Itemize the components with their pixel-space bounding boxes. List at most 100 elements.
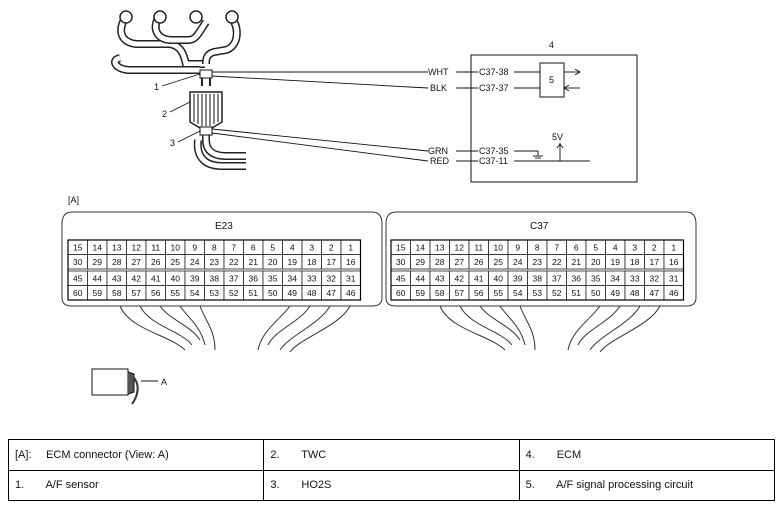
pin-number: 32 (327, 274, 337, 284)
pin-number: 47 (327, 288, 337, 298)
pin-number: 56 (474, 288, 484, 298)
pin-number: 11 (151, 243, 160, 253)
pin-number: 29 (93, 257, 103, 267)
pin-number: 25 (171, 257, 181, 267)
pin-number: 36 (249, 274, 259, 284)
terminal-c37-38: C37-38 (479, 67, 509, 77)
pin-number: 42 (455, 274, 465, 284)
pin-number: 52 (552, 288, 562, 298)
callout-3: 3 (170, 138, 175, 148)
pin-number: 60 (396, 288, 406, 298)
pin-number: 26 (151, 257, 161, 267)
pin-number: 59 (93, 288, 103, 298)
pin-number: 58 (435, 288, 445, 298)
pin-number: 41 (474, 274, 484, 284)
pin-number: 23 (533, 257, 543, 267)
legend-text: A/F signal processing circuit (556, 479, 694, 492)
legend-text: A/F sensor (45, 479, 99, 492)
pin-number: 55 (171, 288, 181, 298)
legend-key: [A]: (15, 448, 32, 461)
pin-number: 9 (192, 243, 197, 253)
pin-number: 40 (494, 274, 504, 284)
pin-number: 13 (112, 243, 122, 253)
pin-number: 14 (416, 243, 426, 253)
pin-number: 54 (190, 288, 200, 298)
pin-number: 34 (611, 274, 621, 284)
pin-number: 50 (268, 288, 278, 298)
pin-number: 37 (229, 274, 239, 284)
pin-number: 57 (132, 288, 142, 298)
pin-number: 32 (650, 274, 660, 284)
pin-number: 35 (591, 274, 601, 284)
legend-cell-1: 1. A/F sensor (7, 469, 265, 501)
pin-number: 11 (474, 243, 483, 253)
pin-number: 48 (307, 288, 317, 298)
pin-number: 36 (572, 274, 582, 284)
legend-cell-5: 5. A/F signal processing circuit (518, 469, 776, 501)
pin-number: 47 (650, 288, 660, 298)
pin-number: 8 (212, 243, 217, 253)
pin-number: 58 (112, 288, 122, 298)
pin-number: 23 (210, 257, 220, 267)
signal-wires (211, 71, 478, 162)
ecm-internal-wiring (514, 68, 590, 162)
pin-number: 30 (396, 257, 406, 267)
pin-number: 49 (288, 288, 298, 298)
pin-number: 37 (552, 274, 562, 284)
pin-number: 30 (73, 257, 83, 267)
pin-number: 44 (93, 274, 103, 284)
pin-number: 16 (669, 257, 679, 267)
pin-number: 5 (270, 243, 275, 253)
pin-number: 15 (73, 243, 83, 253)
pin-number: 10 (171, 243, 181, 253)
supply-5v-label: 5V (552, 132, 563, 142)
pin-number: 53 (533, 288, 543, 298)
callout-4: 4 (549, 40, 554, 50)
legend-key: 1. (15, 479, 25, 492)
legend-text: ECM (556, 448, 582, 461)
pin-number: 19 (611, 257, 621, 267)
pin-number: 51 (572, 288, 582, 298)
pin-number: 49 (611, 288, 621, 298)
pin-number: 3 (309, 243, 314, 253)
pin-number: 4 (613, 243, 618, 253)
wire-color-red: RED (430, 156, 450, 166)
pin-number: 43 (435, 274, 445, 284)
pin-number: 55 (494, 288, 504, 298)
pin-number: 39 (513, 274, 523, 284)
legend-key: 3. (270, 479, 280, 492)
view-arrow-label: A (161, 377, 167, 387)
c37-housing (385, 211, 697, 307)
pin-number: 13 (435, 243, 445, 253)
pin-number: 7 (231, 243, 236, 253)
pin-number: 60 (73, 288, 83, 298)
legend-cell-a: [A]: ECM connector (View: A) (7, 439, 265, 471)
pin-number: 28 (112, 257, 122, 267)
pin-number: 24 (190, 257, 200, 267)
pin-number: 38 (533, 274, 543, 284)
callout-5: 5 (549, 75, 554, 85)
c37-title: C37 (530, 221, 549, 232)
legend-cell-3: 3. HO2S (263, 469, 520, 501)
pin-number: 26 (474, 257, 484, 267)
pin-number: 50 (591, 288, 601, 298)
legend-row: [A]: ECM connector (View: A) 2. TWC 4. E… (7, 439, 776, 471)
pin-number: 59 (416, 288, 426, 298)
pin-number: 31 (669, 274, 679, 284)
pin-number: 16 (346, 257, 356, 267)
pin-number: 18 (630, 257, 640, 267)
pin-number: 6 (251, 243, 256, 253)
pin-number: 20 (591, 257, 601, 267)
legend-text: TWC (301, 448, 327, 461)
pin-number: 24 (513, 257, 523, 267)
pin-number: 31 (346, 274, 356, 284)
pin-number: 21 (249, 257, 259, 267)
pin-number: 9 (515, 243, 520, 253)
pin-number: 12 (132, 243, 142, 253)
e23-title: E23 (215, 221, 233, 232)
pin-number: 27 (455, 257, 465, 267)
pin-number: 27 (132, 257, 142, 267)
e23-housing (61, 211, 383, 307)
pin-number: 18 (307, 257, 317, 267)
legend-row: 1. A/F sensor 3. HO2S 5. A/F signal proc… (7, 469, 776, 501)
